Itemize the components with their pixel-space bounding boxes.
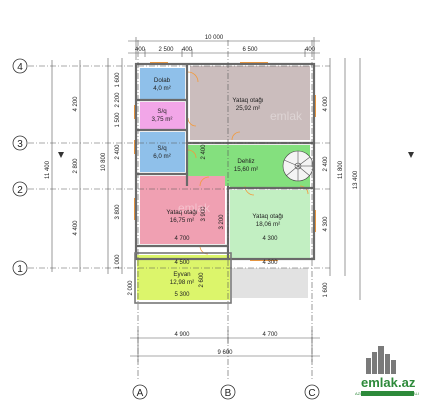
left-dimensions: 11 400 4 200 2 800 4 400 10 800 1 600 2 … <box>45 58 207 274</box>
svg-text:Yataq otağı: Yataq otağı <box>252 213 283 220</box>
brand-suffix: .az <box>398 375 416 390</box>
dim-top-seg-1: 400 <box>135 47 146 53</box>
dim-small-vert-3: 2 000 <box>128 280 134 296</box>
dim-width-3: 4 500 <box>174 260 190 266</box>
watermark-1: emlak <box>270 109 303 123</box>
dim-left-outer: 11 400 <box>45 160 51 179</box>
svg-text:Yataq otağı: Yataq otağı <box>166 209 197 216</box>
dim-left-inner-3: 1 500 <box>115 112 121 128</box>
grid-axes <box>28 40 330 380</box>
section-marker-left <box>58 152 64 158</box>
room-label-hallway: Dehliz 15,60 m² <box>234 158 258 173</box>
svg-text:Dehliz: Dehliz <box>237 158 254 165</box>
room-dolab <box>140 68 185 99</box>
axis-row-3: 3 <box>12 135 28 151</box>
svg-text:4: 4 <box>17 62 23 73</box>
room-bathroom-2 <box>140 132 185 172</box>
dim-bottom-seg-1: 4 900 <box>174 332 190 338</box>
room-bathroom-1 <box>140 102 185 129</box>
dim-left-inner-total: 10 800 <box>101 152 107 171</box>
room-bedroom-top <box>190 66 310 140</box>
room-width-labels: 4 700 4 300 4 500 4 300 5 300 3 200 2 60… <box>128 214 278 298</box>
dim-right-inner-2: 2 400 <box>323 156 329 172</box>
dim-right-bottom: 1 600 <box>323 282 329 298</box>
bottom-dimensions: 4 900 4 700 9 600 <box>130 330 320 362</box>
room-label-bedroom-left: Yataq otağı 16,75 m² <box>166 209 197 224</box>
dim-right-outer-1: 11 800 <box>338 160 344 179</box>
spiral-stair <box>282 150 314 182</box>
svg-text:6,0 m²: 6,0 m² <box>153 153 171 160</box>
room-label-bedroom-top: Yataq otağı 25,92 m² <box>232 97 263 112</box>
axis-row-1: 1 <box>12 260 28 276</box>
dim-left-seg-2: 2 800 <box>73 158 79 174</box>
dim-bottom-seg-2: 4 700 <box>262 332 278 338</box>
room-label-bedroom-right: Yataq otağı 18,06 m² <box>252 213 283 228</box>
svg-text:25,92 m²: 25,92 m² <box>236 105 260 112</box>
room-label-bathroom-2: S/q 6,0 m² <box>153 145 171 160</box>
dim-small-vert-1: 3 200 <box>219 214 225 230</box>
dim-room-height-1: 2 400 <box>201 144 207 160</box>
axis-row-4: 4 <box>12 58 28 74</box>
brand-logo: emlak .az AZƏRBAYCANIN ƏMLAK PORTALI <box>355 346 419 396</box>
dim-right-inner-3: 4 300 <box>323 216 329 232</box>
dim-top-total: 10 000 <box>205 35 224 41</box>
room-label-balcony: Eyvan 12,98 m² <box>170 271 194 286</box>
terrace-grey <box>232 268 308 298</box>
dim-top-seg-5: 400 <box>305 47 316 53</box>
svg-text:S/q: S/q <box>157 145 167 152</box>
room-bedroom-left <box>140 176 225 244</box>
dim-room-height-2: 3 900 <box>201 206 207 222</box>
dim-top-seg-3: 400 <box>182 47 193 53</box>
svg-text:4,0 m²: 4,0 m² <box>153 85 171 92</box>
svg-text:1: 1 <box>17 264 23 275</box>
svg-text:B: B <box>225 388 232 399</box>
axis-col-a: A <box>132 384 148 400</box>
dim-left-seg-1: 4 200 <box>73 96 79 112</box>
dim-right-inner-1: 4 000 <box>323 96 329 112</box>
dim-width-1: 4 700 <box>174 236 190 242</box>
right-dimensions: 4 000 2 400 4 300 11 800 13 400 1 600 <box>323 58 361 300</box>
svg-text:A: A <box>137 388 144 399</box>
brand-tagline: AZƏRBAYCANIN ƏMLAK PORTALI <box>355 391 419 396</box>
room-label-dolab: Dolab 4,0 m² <box>153 77 171 92</box>
svg-text:Eyvan: Eyvan <box>173 271 191 278</box>
svg-text:Yataq otağı: Yataq otağı <box>232 97 263 104</box>
dim-left-inner-6: 1 000 <box>115 254 121 270</box>
svg-text:S/q: S/q <box>157 108 167 115</box>
dim-top-seg-2: 2 500 <box>158 47 174 53</box>
dim-small-vert-2: 2 600 <box>199 272 205 288</box>
axis-col-c: C <box>304 384 320 400</box>
svg-text:3,75 m²: 3,75 m² <box>152 116 173 123</box>
dim-left-inner-4: 2 400 <box>115 144 121 160</box>
dim-width-2: 4 300 <box>262 236 278 242</box>
section-marker-right <box>408 152 414 158</box>
dim-top-seg-4: 6 500 <box>242 47 258 53</box>
dim-width-4: 4 300 <box>262 260 278 266</box>
dim-left-inner-1: 1 600 <box>115 72 121 88</box>
dim-left-seg-3: 4 400 <box>73 220 79 236</box>
room-bedroom-right <box>230 190 310 260</box>
svg-text:18,06 m²: 18,06 m² <box>256 221 280 228</box>
brand-name: emlak <box>361 375 399 390</box>
dim-right-outer-2: 13 400 <box>353 170 359 189</box>
axis-row-2: 2 <box>12 181 28 197</box>
svg-text:3: 3 <box>17 139 23 150</box>
svg-text:C: C <box>308 388 315 399</box>
building-icon <box>366 346 396 374</box>
room-balcony <box>137 255 230 300</box>
svg-text:2: 2 <box>17 185 23 196</box>
dim-width-5: 5 300 <box>174 292 190 298</box>
room-label-bathroom-1: S/q 3,75 m² <box>152 108 173 123</box>
dim-bottom-total: 9 600 <box>217 350 233 356</box>
dim-left-inner-5: 3 800 <box>115 204 121 220</box>
svg-text:15,60 m²: 15,60 m² <box>234 166 258 173</box>
axis-col-b: B <box>220 384 236 400</box>
top-dimensions: 10 000 400 2 500 400 6 500 400 <box>128 35 320 60</box>
dim-left-inner-2: 2 200 <box>115 92 121 108</box>
watermark-2: emlak <box>178 201 211 215</box>
svg-text:Dolab: Dolab <box>154 77 171 84</box>
svg-text:12,98 m²: 12,98 m² <box>170 279 194 286</box>
svg-text:16,75 m²: 16,75 m² <box>170 217 194 224</box>
